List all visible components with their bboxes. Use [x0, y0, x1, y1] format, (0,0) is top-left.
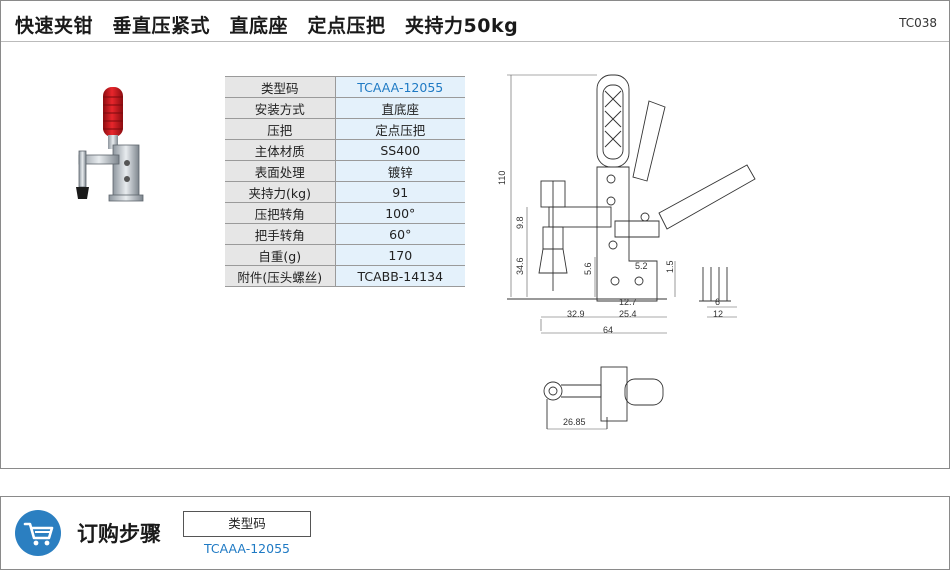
dim-12: 12: [713, 309, 723, 319]
dim-12-7: 12.7: [619, 297, 637, 307]
spec-row: 压把定点压把: [225, 118, 465, 140]
spec-value: 170: [335, 244, 465, 266]
spec-key: 主体材质: [225, 139, 336, 161]
spec-value: 直底座: [335, 97, 465, 119]
dim-34-6: 34.6: [515, 257, 525, 275]
spec-key: 把手转角: [225, 223, 336, 245]
spec-value: 镀锌: [335, 160, 465, 182]
spec-key: 安装方式: [225, 97, 336, 119]
spec-row: 自重(g)170: [225, 244, 465, 266]
spec-key: 自重(g): [225, 244, 336, 266]
product-code: TC038: [899, 16, 937, 30]
spec-row: 表面处理镀锌: [225, 160, 465, 182]
spec-value: SS400: [335, 139, 465, 161]
spec-key: 表面处理: [225, 160, 336, 182]
technical-drawing: 110 9.8 34.6 5.6 5.2 1.5 12.7 25.4 32.9 …: [497, 74, 756, 430]
product-photo: [76, 87, 144, 202]
dim-26-85: 26.85: [563, 417, 586, 427]
order-steps-title: 订购步骤: [77, 522, 161, 546]
page-title: 快速夹钳 垂直压紧式 直底座 定点压把 夹持力50kg: [15, 15, 519, 37]
spec-value: 91: [335, 181, 465, 203]
dim-32-9: 32.9: [567, 309, 585, 319]
order-panel: 订购步骤 类型码 TCAAA-12055: [0, 496, 950, 570]
dim-9-8: 9.8: [515, 216, 525, 229]
dim-64: 64: [603, 325, 613, 335]
type-code-value[interactable]: TCAAA-12055: [204, 541, 290, 556]
type-code-label: 类型码: [183, 511, 311, 537]
dim-5-6: 5.6: [583, 262, 593, 275]
spec-value: 100°: [335, 202, 465, 224]
spec-key: 类型码: [225, 76, 336, 98]
spec-key: 附件(压头螺丝): [225, 265, 336, 287]
header-divider: [1, 41, 949, 42]
dim-5-2: 5.2: [635, 261, 648, 271]
dim-height: 110: [497, 171, 507, 185]
dim-1-5: 1.5: [665, 260, 675, 273]
spec-row: 附件(压头螺丝)TCABB-14134: [225, 265, 465, 287]
spec-key: 夹持力(kg): [225, 181, 336, 203]
spec-row: 安装方式直底座: [225, 97, 465, 119]
spec-key: 压把转角: [225, 202, 336, 224]
spec-row: 夹持力(kg)91: [225, 181, 465, 203]
spec-value[interactable]: TCAAA-12055: [335, 76, 465, 98]
spec-value: TCABB-14134: [335, 265, 465, 287]
spec-value: 定点压把: [335, 118, 465, 140]
spec-value: 60°: [335, 223, 465, 245]
shopping-cart-icon: [15, 510, 61, 556]
dim-25-4: 25.4: [619, 309, 637, 319]
dim-6: 6: [715, 297, 720, 307]
spec-key: 压把: [225, 118, 336, 140]
